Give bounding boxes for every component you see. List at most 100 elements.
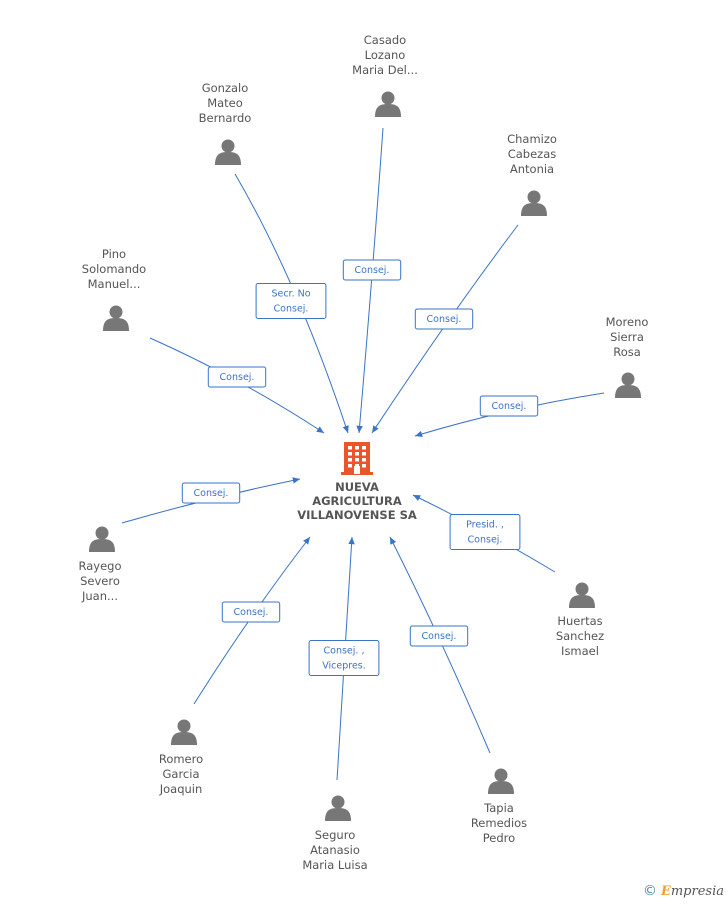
relation-text: Consej. [422, 631, 457, 642]
person-name-moreno-line: Sierra [610, 330, 644, 344]
person-name-chamizo-line: Cabezas [508, 147, 557, 161]
person-name-rayego-line: Juan... [81, 589, 118, 603]
relation-box [181, 482, 241, 504]
person-name-romero-line: Joaquin [159, 782, 203, 796]
relation-label-pino[interactable]: Consej. [207, 366, 267, 388]
person-icon[interactable] [615, 372, 641, 399]
relation-label-huertas[interactable]: Presid. , Consej. [449, 514, 521, 550]
person-name-seguro-line: Maria Luisa [302, 858, 367, 872]
person-icon[interactable] [103, 305, 129, 332]
relation-line: Consej. [220, 372, 255, 383]
building-icon[interactable] [341, 442, 373, 475]
relation-line: Consej. [274, 304, 309, 315]
relation-text: Consej. [194, 488, 229, 499]
relation-box [414, 308, 474, 330]
person-name-casado-line: Casado [364, 33, 406, 47]
relation-box [479, 395, 539, 417]
relation-box [308, 640, 380, 676]
relation-box [255, 283, 327, 319]
person-icon[interactable] [488, 768, 514, 795]
person-icon[interactable] [171, 719, 197, 746]
relation-text: Presid. , Consej. [466, 520, 504, 546]
relation-label-rayego[interactable]: Consej. [181, 482, 241, 504]
person-icon[interactable] [215, 139, 241, 166]
person-name-pino-line: Manuel... [88, 277, 141, 291]
relation-line: Secr. No [271, 289, 310, 300]
relation-text: Consej. [355, 265, 390, 276]
relation-line: Consej. [492, 401, 527, 412]
person-icon[interactable] [89, 526, 115, 553]
relation-label-seguro[interactable]: Consej. , Vicepres. [308, 640, 380, 676]
person-icon[interactable] [521, 190, 547, 217]
brand-initial: E [660, 884, 671, 899]
person-name-romero-line: Garcia [163, 767, 200, 781]
relation-text: Consej. [220, 372, 255, 383]
relation-box [449, 514, 521, 550]
person-name-tapia-line: Pedro [483, 831, 515, 845]
relation-box [342, 259, 402, 281]
relation-label-gonzalo[interactable]: Secr. No Consej. [255, 283, 327, 319]
relation-label-romero[interactable]: Consej. [221, 601, 281, 623]
relation-text: Consej. , Vicepres. [322, 646, 366, 672]
relation-labels: Consej. Secr. No Consej. Consej. Consej. Cons… [181, 259, 539, 676]
person-name-chamizo-line: Chamizo [507, 132, 557, 146]
relation-line: Vicepres. [322, 661, 366, 672]
person-name-casado-line: Lozano [365, 48, 406, 62]
relation-text: Consej. [427, 314, 462, 325]
person-name-pino-line: Solomando [82, 262, 146, 276]
person-name-seguro-line: Atanasio [310, 843, 360, 857]
relation-line: Consej. [355, 265, 390, 276]
person-name-pino-line: Pino [102, 247, 126, 261]
relation-text: Secr. No Consej. [271, 289, 310, 315]
relation-label-casado[interactable]: Consej. [342, 259, 402, 281]
person-name-rayego-line: Rayego [78, 559, 121, 573]
relation-box [221, 601, 281, 623]
relation-label-moreno[interactable]: Consej. [479, 395, 539, 417]
empresia-brand: ©Empresia [643, 883, 724, 899]
company-name-line: VILLANOVENSE SA [297, 508, 417, 522]
relation-label-chamizo[interactable]: Consej. [414, 308, 474, 330]
relation-box [207, 366, 267, 388]
relation-box [409, 625, 469, 647]
relation-label-tapia[interactable]: Consej. [409, 625, 469, 647]
person-name-huertas-line: Ismael [561, 644, 599, 658]
relation-line: Consej. [194, 488, 229, 499]
relation-line: Consej. , [324, 646, 365, 657]
person-name-huertas-line: Sanchez [556, 629, 604, 643]
relation-line: Consej. [468, 535, 503, 546]
copyright-icon: © [642, 883, 657, 899]
person-name-rayego-line: Severo [80, 574, 120, 588]
relation-line: Presid. , [466, 520, 504, 531]
person-name-gonzalo-line: Mateo [207, 96, 243, 110]
person-name-romero-line: Romero [159, 752, 203, 766]
person-name-tapia-line: Remedios [471, 816, 527, 830]
person-name-tapia-line: Tapia [483, 801, 514, 815]
person-icon[interactable] [569, 582, 595, 609]
person-name-moreno-line: Moreno [606, 315, 649, 329]
person-icon[interactable] [375, 91, 401, 118]
relation-line: Consej. [427, 314, 462, 325]
person-name-seguro-line: Seguro [315, 828, 355, 842]
brand-name: mpresia [670, 884, 724, 899]
relation-text: Consej. [234, 607, 269, 618]
company-name-line: NUEVA [335, 480, 379, 494]
person-name-moreno-line: Rosa [613, 345, 641, 359]
person-name-gonzalo-line: Gonzalo [202, 81, 249, 95]
relation-line: Consej. [422, 631, 457, 642]
person-icon[interactable] [325, 795, 351, 822]
relation-line: Consej. [234, 607, 269, 618]
company-name-line: AGRICULTURA [312, 494, 402, 508]
relation-text: Consej. [492, 401, 527, 412]
